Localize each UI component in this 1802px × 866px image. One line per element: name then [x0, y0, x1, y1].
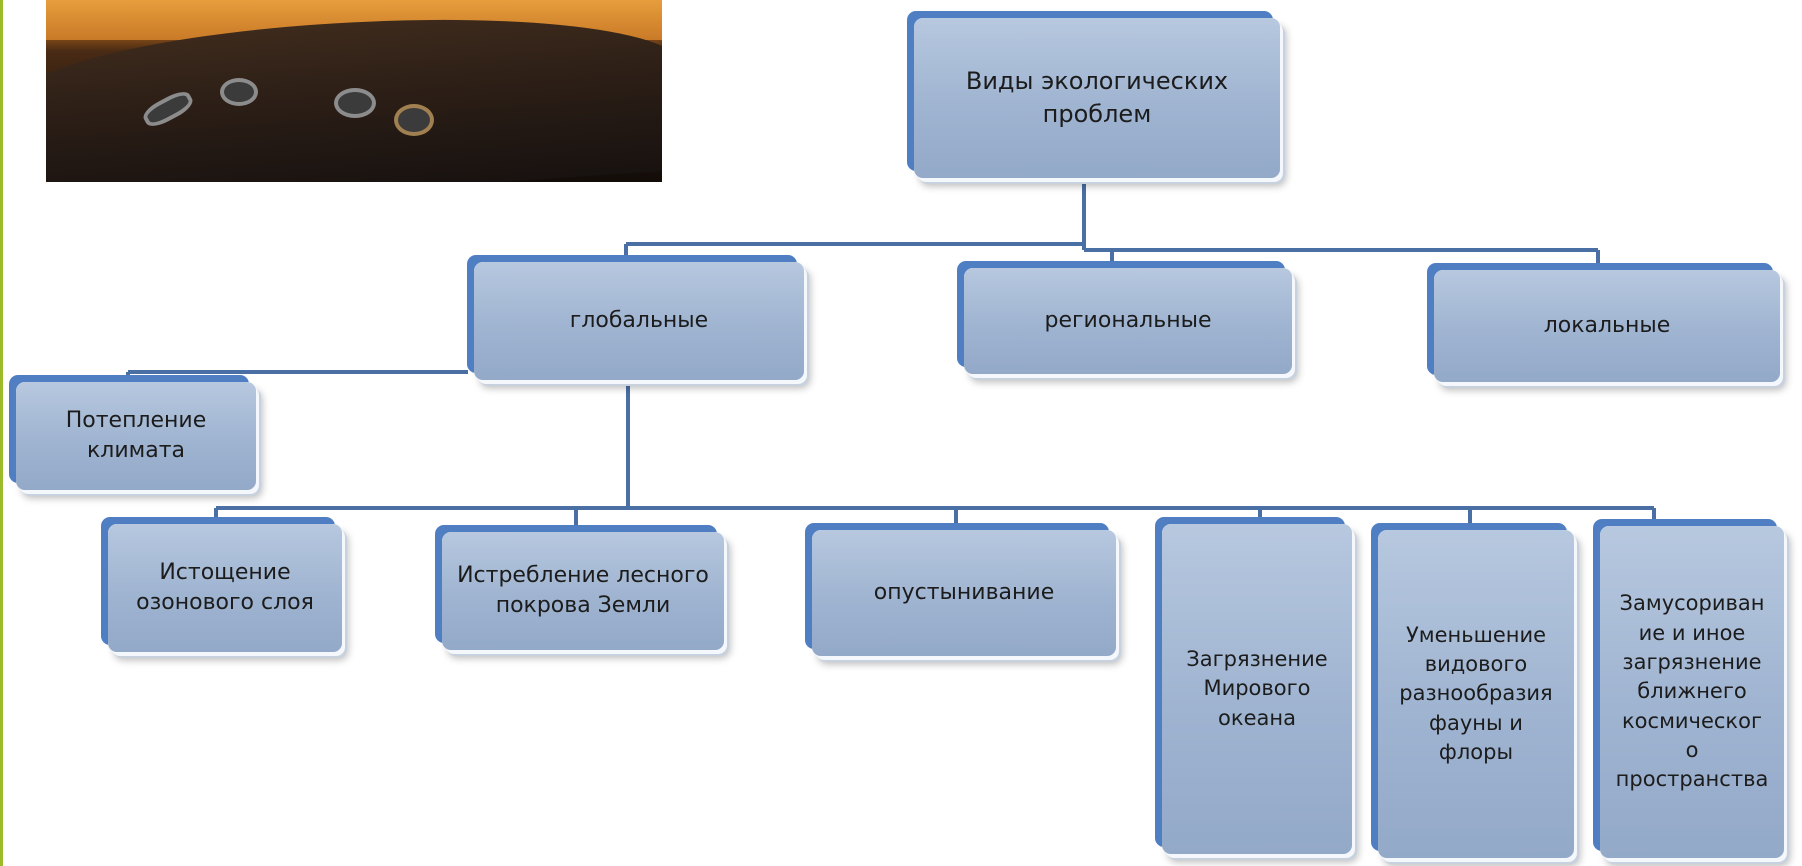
node-desertification-label: опустынивание — [873, 579, 1055, 605]
node-ozone-depletion-label: Истощение озонового слоя — [136, 559, 314, 615]
root-node-label: Виды экологических проблем — [965, 66, 1229, 128]
node-ocean-pollution-label: Загрязнение Мирового океана — [1186, 646, 1328, 730]
node-ocean-pollution: Загрязнение Мирового океана — [1162, 524, 1352, 854]
node-local: локальные — [1434, 270, 1780, 382]
node-forest-destruction: Истребление лесного покрова Земли — [442, 532, 724, 650]
node-global: глобальные — [474, 262, 804, 380]
node-local-label: локальные — [1543, 312, 1671, 338]
node-climate-warming: Потепление климата — [16, 382, 256, 490]
node-desertification: опустынивание — [812, 530, 1116, 656]
node-space-pollution-label: Замусориван ие и иное загрязнение ближне… — [1615, 591, 1769, 792]
node-biodiversity-loss: Уменьшение видового разнообразия фауны и… — [1378, 530, 1574, 858]
node-space-pollution: Замусориван ие и иное загрязнение ближне… — [1600, 526, 1784, 858]
root-node-ecological-problems: Виды экологических проблем — [914, 18, 1280, 178]
node-forest-destruction-label: Истребление лесного покрова Земли — [457, 562, 709, 618]
accent-bar — [0, 0, 3, 866]
node-regional: региональные — [964, 268, 1292, 374]
node-global-label: глобальные — [569, 307, 709, 333]
node-biodiversity-loss-label: Уменьшение видового разнообразия фауны и… — [1399, 622, 1553, 765]
node-climate-warming-label: Потепление климата — [65, 407, 207, 463]
node-regional-label: региональные — [1044, 307, 1212, 333]
node-ozone-depletion: Истощение озонового слоя — [108, 524, 342, 652]
landscape-photo — [46, 0, 662, 182]
